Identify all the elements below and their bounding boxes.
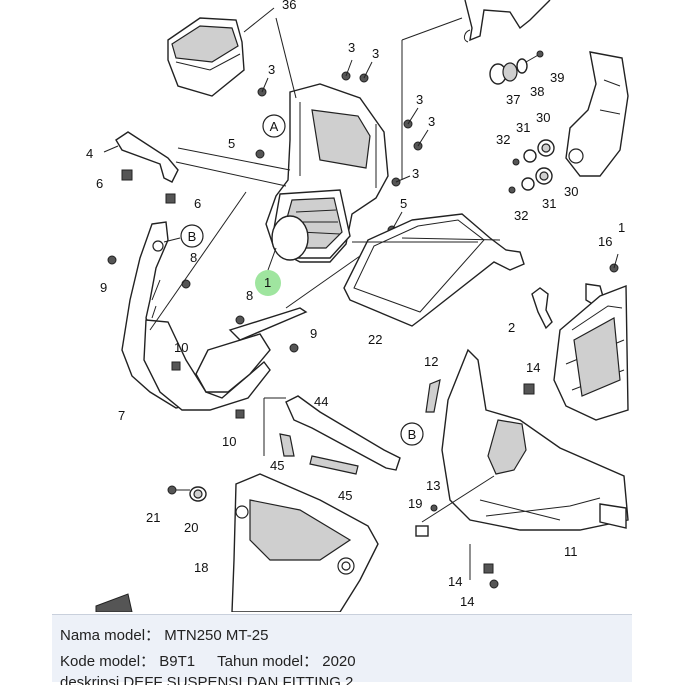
callout-13: 13 bbox=[426, 478, 440, 493]
part-1-headlight-assembly bbox=[265, 83, 389, 263]
callout-21: 21 bbox=[146, 510, 160, 525]
callout-12: 12 bbox=[424, 354, 438, 369]
callout-11: 11 bbox=[564, 544, 578, 559]
callout-22: 22 bbox=[368, 332, 382, 347]
part-21-screw bbox=[167, 485, 177, 495]
callout-9: 9 bbox=[310, 326, 317, 341]
callout-31: 31 bbox=[516, 120, 530, 135]
parts-diagram: A B B 36 3 3 3 3 3 3 5 5 4 6 6 1 39 38 3… bbox=[86, 0, 629, 612]
callout-3: 3 bbox=[428, 114, 435, 129]
selected-part-highlight bbox=[255, 270, 281, 296]
callout-10: 10 bbox=[222, 434, 236, 449]
description-text: deskripsi DEFF SUSPENSI DAN FITTING 2 bbox=[60, 675, 354, 685]
callout-8: 8 bbox=[246, 288, 253, 303]
callout-30: 30 bbox=[564, 184, 578, 199]
part-right-cowl bbox=[553, 284, 629, 421]
callout-32: 32 bbox=[514, 208, 528, 223]
part-44-bracket bbox=[279, 395, 401, 475]
callout-14: 14 bbox=[448, 574, 462, 589]
model-year-label: Tahun model： bbox=[217, 653, 319, 670]
callout-36: 36 bbox=[282, 0, 296, 12]
callout-4: 4 bbox=[86, 146, 93, 161]
part-18-lower-panel bbox=[231, 473, 379, 612]
part-14-nut bbox=[523, 383, 535, 395]
part-30-32-grommets bbox=[508, 139, 555, 194]
callout-10: 10 bbox=[174, 340, 188, 355]
callout-31: 31 bbox=[542, 196, 556, 211]
part-4-bracket bbox=[103, 131, 179, 183]
ref-label-a: A bbox=[270, 119, 279, 134]
callout-3: 3 bbox=[416, 92, 423, 107]
callout-3: 3 bbox=[268, 62, 275, 77]
model-name-row: Nama model： MTN250 MT-25 bbox=[60, 623, 632, 649]
ref-circle-b2: B bbox=[400, 422, 424, 446]
ref-label-b1: B bbox=[188, 229, 197, 244]
part-8b-screw bbox=[235, 315, 245, 325]
part-7-side-cowl bbox=[121, 221, 308, 411]
callout-5: 5 bbox=[228, 136, 235, 151]
callout-38: 38 bbox=[530, 84, 544, 99]
part-top-bracket bbox=[463, 0, 551, 43]
callout-1: 1 bbox=[618, 220, 625, 235]
part-37-39-grommets bbox=[489, 50, 544, 85]
part-right-mirror-bracket bbox=[565, 51, 629, 177]
callout-18: 18 bbox=[194, 560, 208, 575]
callout-5: 5 bbox=[400, 196, 407, 211]
part-11-lower-cowl bbox=[441, 348, 629, 531]
callout-44: 44 bbox=[314, 394, 328, 409]
callout-45: 45 bbox=[270, 458, 284, 473]
callout-45: 45 bbox=[338, 488, 352, 503]
part-22-frame bbox=[343, 213, 525, 327]
callout-19: 19 bbox=[408, 496, 422, 511]
part-2-clip bbox=[531, 287, 553, 330]
ref-circle-b1: B bbox=[180, 224, 204, 248]
callout-37: 37 bbox=[506, 92, 520, 107]
callout-9: 9 bbox=[100, 280, 107, 295]
part-8-screw bbox=[181, 279, 191, 289]
part-9-screw bbox=[107, 255, 117, 265]
callout-32: 32 bbox=[496, 132, 510, 147]
model-name-label: Nama model： bbox=[60, 627, 161, 644]
ref-circle-a: A bbox=[262, 114, 286, 138]
callout-39: 39 bbox=[550, 70, 564, 85]
model-code-label: Kode model： bbox=[60, 653, 156, 670]
model-year-value: 2020 bbox=[322, 653, 356, 670]
callout-6: 6 bbox=[96, 176, 103, 191]
part-12-insert bbox=[425, 379, 441, 413]
callout-6: 6 bbox=[194, 196, 201, 211]
model-name-value: MTN250 MT-25 bbox=[164, 627, 269, 644]
part-9b-screw bbox=[289, 343, 299, 353]
callout-8: 8 bbox=[190, 250, 197, 265]
callout-14: 14 bbox=[526, 360, 540, 375]
callout-14: 14 bbox=[460, 594, 474, 609]
callout-1: 1 bbox=[264, 275, 271, 290]
description-row: deskripsi DEFF SUSPENSI DAN FITTING 2 bbox=[60, 675, 632, 685]
callout-30: 30 bbox=[536, 110, 550, 125]
part-36-cover bbox=[167, 17, 245, 97]
part-10b-nut bbox=[235, 409, 245, 419]
callout-3: 3 bbox=[348, 40, 355, 55]
callout-3: 3 bbox=[372, 46, 379, 61]
callout-3: 3 bbox=[412, 166, 419, 181]
callout-labels: 36 3 3 3 3 3 3 5 5 4 6 6 1 39 38 37 32 3… bbox=[86, 0, 625, 609]
screws-group bbox=[255, 59, 429, 235]
callout-20: 20 bbox=[184, 520, 198, 535]
model-code-row: Kode model： B9T1 Tahun model： 2020 bbox=[60, 649, 632, 675]
callout-2: 2 bbox=[508, 320, 515, 335]
exploded-parts-drawing: A B B 36 3 3 3 3 3 3 5 5 4 6 6 1 39 38 3… bbox=[86, 0, 629, 612]
callout-16: 16 bbox=[598, 234, 612, 249]
callout-7: 7 bbox=[118, 408, 125, 423]
model-info-panel: Nama model： MTN250 MT-25 Kode model： B9T… bbox=[52, 614, 632, 685]
part-19-clip bbox=[415, 525, 429, 537]
model-code-value: B9T1 bbox=[159, 653, 196, 670]
part-10a-nut bbox=[171, 361, 181, 371]
ref-label-b2: B bbox=[408, 427, 417, 442]
